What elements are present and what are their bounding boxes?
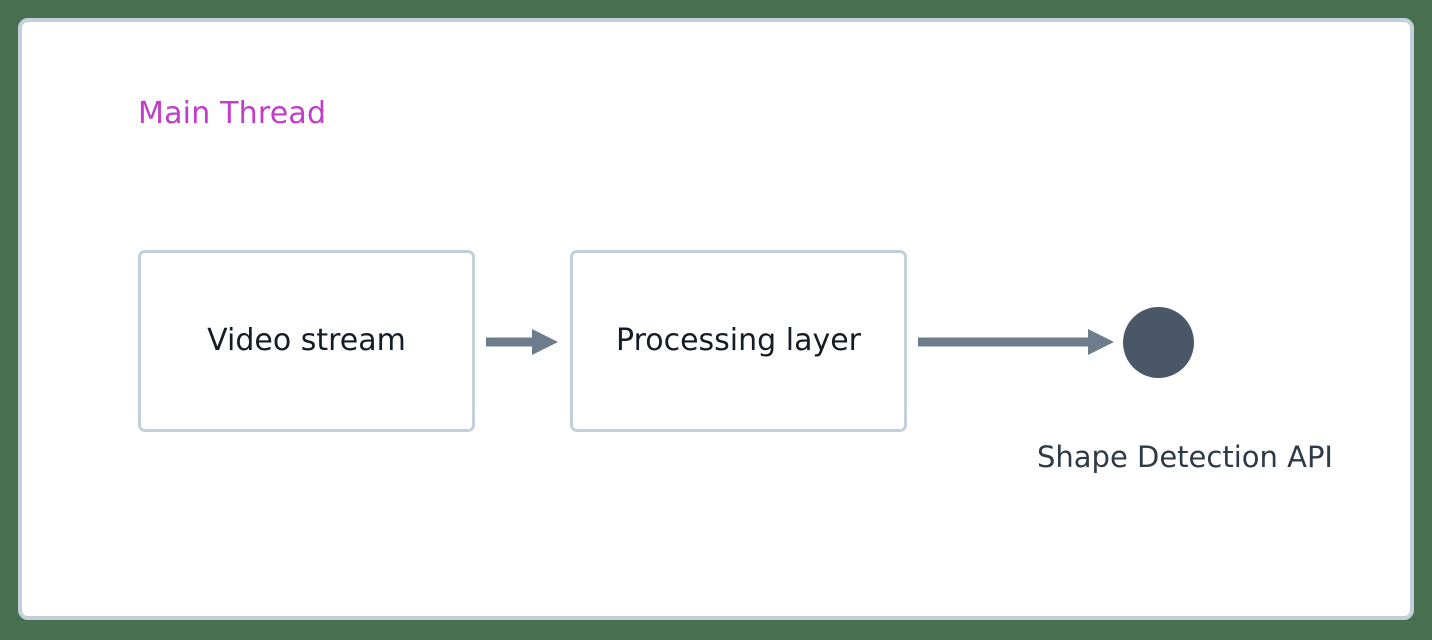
node-video-stream-label: Video stream — [207, 323, 406, 358]
edge-arrow-processing-to-api — [918, 326, 1114, 358]
node-processing-layer[interactable]: Processing layer — [570, 250, 907, 432]
node-processing-layer-label: Processing layer — [616, 323, 861, 358]
node-shape-detection-api[interactable] — [1123, 307, 1194, 378]
node-video-stream[interactable]: Video stream — [138, 250, 475, 432]
node-shape-detection-api-label: Shape Detection API — [1036, 440, 1333, 474]
edge-arrow-video-to-processing — [486, 326, 558, 358]
lane-title-main-thread: Main Thread — [138, 96, 327, 131]
diagram-panel: Main Thread Video stream Processing laye… — [18, 18, 1414, 620]
